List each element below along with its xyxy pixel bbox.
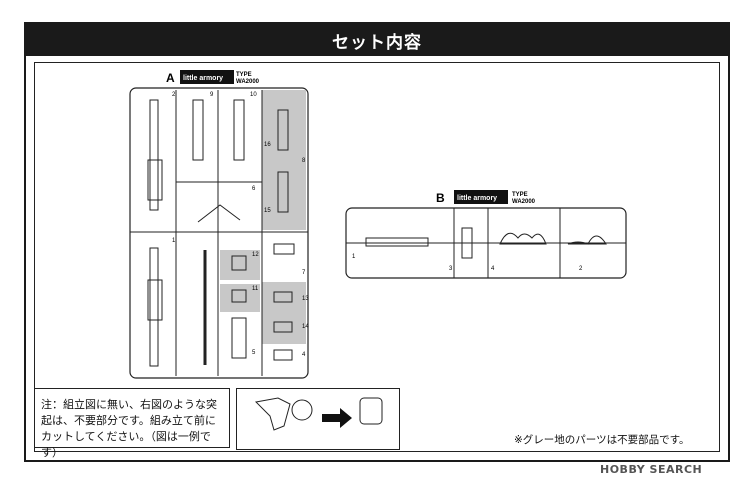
cut-illustration-box (236, 388, 400, 450)
sprue-a-frame (129, 87, 309, 379)
part-b4 (499, 232, 547, 245)
zoom-circle (291, 399, 313, 421)
sprue-b-type-value: WA2000 (512, 199, 536, 205)
part-16 (277, 109, 289, 151)
cut-illustration (254, 397, 383, 431)
part-number: 2 (579, 266, 583, 272)
part-rifle-receiver (147, 159, 163, 201)
grip-after-illustration (359, 397, 383, 425)
sprue-panel (34, 62, 720, 452)
gray-area-12 (220, 250, 260, 280)
grip-before-illustration (254, 397, 291, 431)
sprue-b-letter: B (436, 191, 445, 205)
part-b3 (461, 227, 473, 259)
part-rifle-upper (149, 99, 159, 211)
part-number: 8 (302, 158, 306, 164)
gray-area-16 (262, 90, 306, 230)
content-frame: セット内容 (24, 22, 730, 462)
part-5 (231, 317, 247, 359)
part-number: 4 (302, 352, 306, 358)
part-number: 2 (172, 92, 176, 98)
part-number: 3 (449, 266, 453, 272)
sprue-a-type-label: TYPE (236, 72, 252, 78)
sprue-a-logo (180, 70, 234, 84)
part-13 (273, 291, 293, 303)
part-number: 10 (250, 92, 257, 98)
header-bar: セット内容 (26, 24, 728, 56)
part-number: 9 (210, 92, 214, 98)
gray-parts-note: ※グレー地のパーツは不要部品です。 (514, 434, 690, 446)
part-4 (273, 349, 293, 361)
part-rifle-lower (149, 247, 159, 367)
part-10 (233, 99, 245, 161)
sprue-a: A little armory TYPE WA2000 (129, 70, 309, 379)
gray-area-11 (220, 284, 260, 312)
part-number: 14 (302, 324, 309, 330)
part-number: 16 (264, 142, 271, 148)
part-number: 1 (172, 238, 176, 244)
page-title: セット内容 (332, 32, 422, 53)
part-bipod (197, 204, 241, 223)
part-11 (231, 289, 247, 303)
part-number: 4 (491, 266, 495, 272)
cut-instruction-text: 注：組立図に無い、右図のような突起は、不要部分です。組み立て前にカットしてくださ… (41, 398, 217, 459)
sprue-a-logo-text: little armory (183, 75, 223, 82)
gray-area-13-14 (262, 282, 306, 344)
sprue-b-type-label: TYPE (512, 192, 528, 198)
sprue-b: B little armory TYPE WA2000 1 3 4 2 (345, 190, 627, 279)
part-8 (273, 243, 295, 255)
part-b2 (567, 235, 607, 245)
part-9 (192, 99, 204, 161)
part-number: 12 (252, 252, 259, 258)
part-number: 6 (252, 186, 256, 192)
part-rifle-grip (147, 279, 163, 321)
sprue-b-logo (454, 190, 508, 204)
part-number: 1 (352, 254, 356, 260)
part-b1 (365, 237, 429, 247)
sprue-b-logo-text: little armory (457, 195, 497, 202)
part-12 (231, 255, 247, 271)
cut-instruction-note: 注：組立図に無い、右図のような突起は、不要部分です。組み立て前にカットしてくださ… (34, 388, 230, 459)
part-number: 11 (252, 286, 259, 292)
arrow-right-icon (322, 408, 352, 428)
watermark: HOBBY SEARCH (600, 463, 703, 476)
part-number: 7 (302, 270, 306, 276)
sprue-a-letter: A (166, 71, 175, 85)
part-number: 13 (302, 296, 309, 302)
part-number: 15 (264, 208, 271, 214)
part-number: 5 (252, 350, 256, 356)
part-14 (273, 321, 293, 333)
sprue-a-type-value: WA2000 (236, 79, 260, 85)
part-15 (277, 171, 289, 213)
